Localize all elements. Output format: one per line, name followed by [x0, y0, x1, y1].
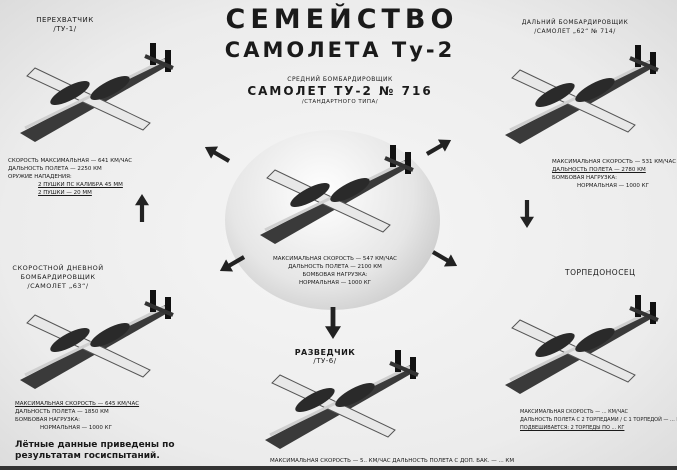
fast-bomber-caption: скоростной дневной бомбардировщик /самол…	[8, 264, 108, 291]
spec-line: дальность полета — 2250 км	[8, 166, 102, 172]
spec-line: максимальная скорость — 645 км/час	[15, 401, 140, 407]
fast-bomber-specs: максимальная скорость — 645 км/час дальн…	[15, 400, 139, 432]
spec-line: дальность полета — 1850 км	[15, 409, 109, 415]
spec-line: дальность полета — 2780 км	[552, 167, 646, 173]
recon-role: разведчик	[294, 348, 356, 357]
aircraft-icon	[500, 40, 660, 150]
spec-line: нормальная — 1000 кг	[299, 280, 371, 286]
arrow-icon	[325, 305, 341, 341]
spec-line: 2 пушки — 20 мм	[38, 190, 92, 196]
spec-line: подвешивается: 2 торпеды по ... кг	[520, 425, 625, 431]
poster-title-line2: САМОЛЕТА Ту-2	[224, 38, 456, 62]
long-range-specs: максимальная скорость — 531 км/час дальн…	[552, 158, 676, 190]
recon-caption: разведчик /Ту-6/	[285, 348, 365, 366]
aircraft-icon	[260, 345, 420, 455]
spec-line: бомбовая нагрузка:	[552, 175, 618, 181]
arrow-icon	[429, 246, 460, 272]
spec-line: максимальная скорость — 531 км/час	[552, 159, 677, 165]
long-range-name: /самолет „62“ № 714/	[534, 28, 616, 35]
long-range-caption: дальний бомбардировщик /самолет „62“ № 7…	[500, 18, 650, 36]
fast-bomber-name: /самолет „63“/	[27, 282, 89, 290]
torpedo-role: торпедоносец	[565, 268, 636, 277]
recon-specs: максимальная скорость — 5.. км/час дальн…	[270, 457, 514, 465]
center-subtitle: /стандартного типа/	[301, 99, 379, 105]
spec-line: дальность полета с 2 торпедами / с 1 тор…	[520, 417, 677, 423]
arrow-icon	[423, 134, 454, 160]
spec-line: бомбовая нагрузка:	[15, 417, 81, 423]
spec-line: скорость максимальная — 641 км/час	[8, 158, 133, 164]
spec-line: оружие нападения:	[8, 174, 72, 180]
long-range-role: дальний бомбардировщик	[521, 19, 629, 26]
spec-line: бомбовая нагрузка:	[302, 272, 368, 278]
spec-line: максимальная скорость — 547 км/час	[272, 256, 398, 262]
center-name: самолет Ту-2 № 716	[247, 84, 433, 98]
aircraft-icon	[500, 290, 660, 400]
interceptor-role: перехватчик	[36, 16, 94, 24]
spec-line: максимальная скорость — ... км/час	[520, 409, 629, 415]
spec-line: 2 пушки ПС калибра 45 мм	[38, 182, 123, 188]
spec-line: нормальная — 1000 кг	[40, 425, 112, 431]
aircraft-icon	[15, 38, 175, 148]
interceptor-specs: скорость максимальная — 641 км/час дальн…	[8, 157, 132, 197]
spec-line: нормальная — 1000 кг	[577, 183, 649, 189]
spec-line: дальность полета — 2100 км	[288, 264, 382, 270]
aircraft-icon	[15, 285, 175, 395]
center-role: средний бомбардировщик	[287, 76, 393, 83]
arrow-icon	[201, 141, 232, 167]
interceptor-name: /Ту-1/	[53, 25, 77, 33]
fast-bomber-role: скоростной дневной бомбардировщик	[12, 264, 104, 281]
torpedo-specs: максимальная скорость — ... км/час дальн…	[520, 408, 677, 432]
bottom-border	[0, 466, 677, 470]
spec-line: максимальная скорость — 5.. км/час дальн…	[270, 458, 515, 464]
recon-name: /Ту-6/	[313, 357, 337, 365]
center-globe	[225, 130, 440, 310]
center-caption: средний бомбардировщик самолет Ту-2 № 71…	[230, 75, 450, 107]
footnote: Лётные данные приведены по результатам г…	[15, 440, 175, 461]
interceptor-caption: перехватчик /Ту-1/	[20, 16, 110, 34]
center-specs: максимальная скорость — 547 км/час дальн…	[240, 255, 430, 287]
arrow-icon	[135, 188, 149, 228]
aircraft-icon	[255, 140, 415, 250]
poster-title-line1: СЕМЕЙСТВО	[225, 4, 459, 35]
arrow-icon	[520, 196, 534, 232]
